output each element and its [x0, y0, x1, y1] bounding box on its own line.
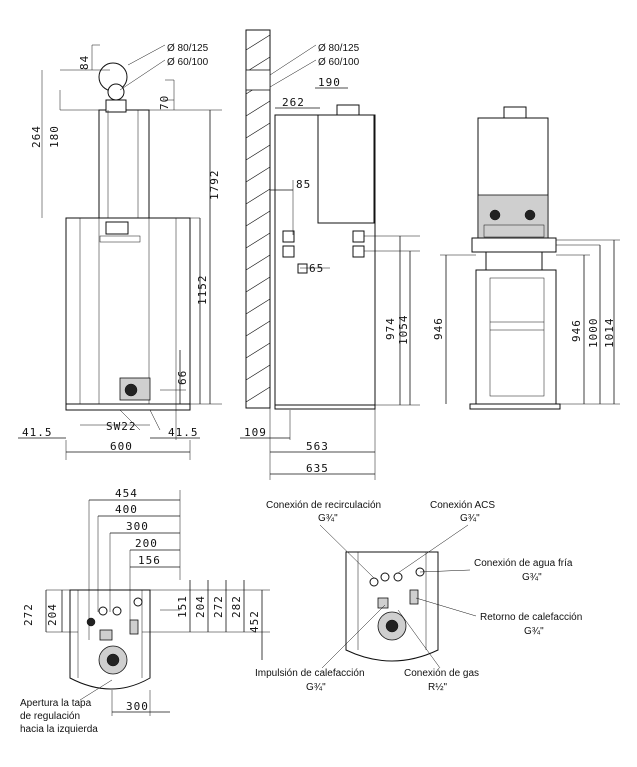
- dim-264: 264: [30, 125, 43, 148]
- dim-204-left: 204: [46, 603, 59, 626]
- label-acs: Conexión ACS: [430, 500, 495, 511]
- dim-65: 65: [309, 262, 324, 275]
- front-boiler-top: [98, 109, 150, 219]
- spec-recirculacion: G¾": [318, 513, 338, 524]
- side-flue-label-80: Ø 80/125: [318, 43, 360, 54]
- dim-sw22: SW22: [106, 420, 137, 433]
- dim-452: 452: [248, 610, 261, 633]
- flue-circle-inner: [107, 83, 125, 101]
- front-cabinet: [65, 217, 191, 405]
- dim-946-rear-left: 946: [432, 317, 445, 340]
- spec-impulsion: G¾": [306, 682, 326, 693]
- dim-1792: 1792: [208, 170, 221, 201]
- rear-view: [440, 106, 620, 410]
- dim-454: 454: [115, 487, 138, 500]
- label-agua-fria: Conexión de agua fría: [474, 558, 573, 569]
- note-line-3: hacia la izquierda: [20, 724, 98, 735]
- plan-view: [45, 490, 270, 716]
- dim-66: 66: [176, 370, 189, 385]
- spec-agua-fria: G¾": [522, 572, 542, 583]
- dim-300-top: 300: [126, 520, 149, 533]
- label-retorno: Retorno de calefacción: [480, 612, 582, 623]
- side-view: [240, 29, 420, 480]
- dim-84: 84: [78, 55, 91, 70]
- dim-272-right: 272: [212, 595, 225, 618]
- dim-400: 400: [115, 503, 138, 516]
- connections-outline: [345, 551, 439, 662]
- dim-272-left: 272: [22, 603, 35, 626]
- dim-180: 180: [48, 125, 61, 148]
- flue-label-80: Ø 80/125: [167, 43, 209, 54]
- side-flue-label-60: Ø 60/100: [318, 57, 360, 68]
- dim-1000: 1000: [587, 318, 600, 349]
- dim-946-rear-right: 946: [570, 319, 583, 342]
- dim-600: 600: [110, 440, 133, 453]
- spec-gas: R½": [428, 682, 448, 693]
- dim-1014: 1014: [603, 318, 616, 349]
- dim-41-5-left: 41.5: [22, 426, 53, 439]
- dim-974: 974: [384, 317, 397, 340]
- dim-41-5-right: 41.5: [168, 426, 199, 439]
- dim-1054: 1054: [397, 315, 410, 346]
- dim-262: 262: [282, 96, 305, 109]
- dim-190: 190: [318, 76, 341, 89]
- spec-acs: G¾": [460, 513, 480, 524]
- connections-view: [319, 524, 477, 669]
- dim-70: 70: [158, 95, 171, 110]
- rear-cabinet: [475, 269, 557, 405]
- label-impulsion: Impulsión de calefacción: [255, 668, 365, 679]
- dim-109: 109: [244, 426, 267, 439]
- dim-200: 200: [135, 537, 158, 550]
- dim-635: 635: [306, 462, 329, 475]
- label-recirculacion: Conexión de recirculación: [266, 500, 381, 511]
- note-line-1: Apertura la tapa: [20, 698, 92, 709]
- dim-1152: 1152: [196, 275, 209, 306]
- dim-156: 156: [138, 554, 161, 567]
- dim-151: 151: [176, 595, 189, 618]
- dim-300-bottom: 300: [126, 700, 149, 713]
- dim-282: 282: [230, 595, 243, 618]
- label-gas: Conexión de gas: [404, 668, 479, 679]
- wall: [245, 29, 271, 409]
- note-line-2: de regulación: [20, 711, 80, 722]
- dim-563: 563: [306, 440, 329, 453]
- dim-204-right: 204: [194, 595, 207, 618]
- dim-85: 85: [296, 178, 311, 191]
- flue-label-60: Ø 60/100: [167, 57, 209, 68]
- spec-retorno: G¾": [524, 626, 544, 637]
- front-view: [18, 44, 222, 460]
